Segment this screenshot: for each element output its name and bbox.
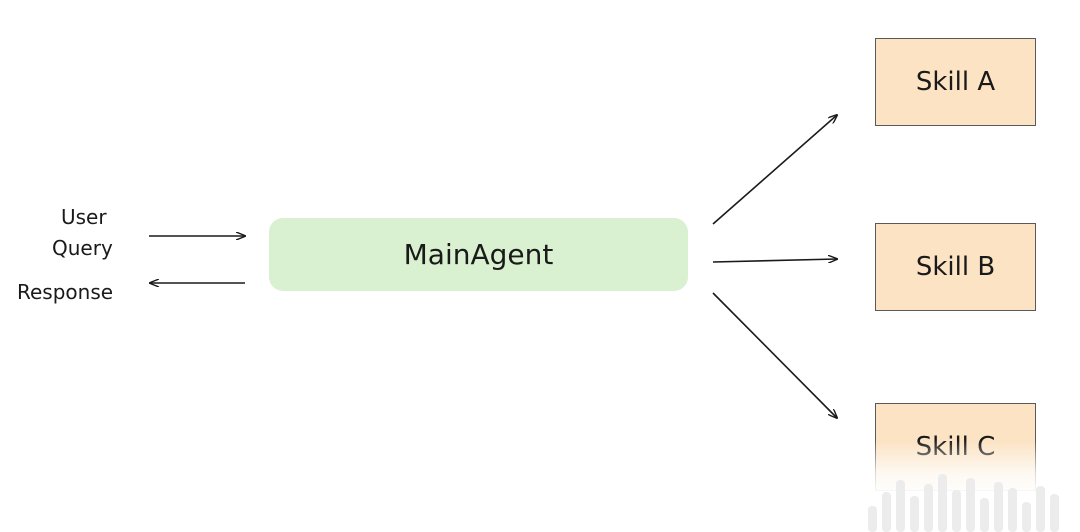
arrow-main-to-skill-b — [712, 259, 837, 262]
skill-a-node: Skill A — [875, 38, 1036, 126]
watermark-graphic — [868, 470, 1080, 532]
skill-a-label: Skill A — [915, 67, 996, 97]
skill-b-node: Skill B — [875, 223, 1036, 311]
user-query-label-line1: User — [61, 205, 107, 229]
main-agent-label: MainAgent — [403, 238, 554, 271]
main-agent-node: MainAgent — [269, 218, 688, 291]
response-label: Response — [17, 280, 114, 304]
user-query-label-line2: Query — [52, 236, 113, 260]
arrow-main-to-skill-c — [712, 292, 837, 418]
skill-b-label: Skill B — [915, 252, 996, 282]
arrow-main-to-skill-a — [712, 115, 837, 225]
